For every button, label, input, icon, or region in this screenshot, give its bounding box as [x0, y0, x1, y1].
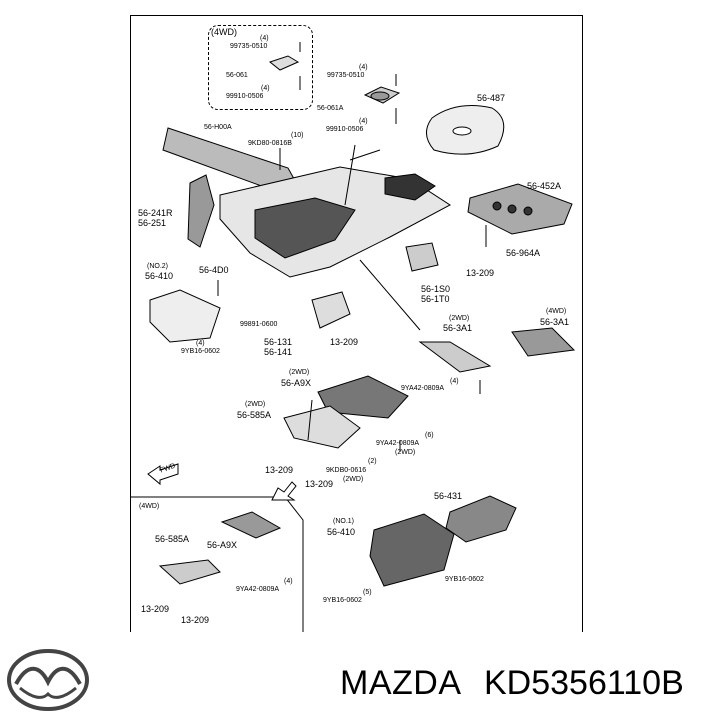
part-label-9yb16-0602: 9YB16-0602 [181, 348, 220, 355]
part-label-56-3a1: 56-3A1 [443, 323, 473, 333]
part-label-56-141: 56-141 [264, 347, 293, 357]
part-label-13-209: 13-209 [181, 615, 210, 625]
part-label-56-410: 56-410 [327, 527, 356, 537]
variant-label-2wd: (2WD) [289, 369, 310, 376]
variant-label-2wd: (2WD) [245, 401, 266, 408]
part-label-99910-0506: 99910-0506 [326, 126, 364, 133]
part-number: KD5356110B [484, 664, 684, 702]
part-label-9ya42-0809a: 9YA42-0809A [376, 440, 420, 447]
part-label-56-410: 56-410 [145, 271, 174, 281]
qty-label: (4) [260, 35, 269, 42]
part-label-99735-0510: 99735-0510 [230, 43, 268, 50]
qty-label: (4) [359, 64, 368, 71]
part-label-56-487: 56-487 [477, 93, 506, 103]
part-label-56-061a: 56-061A [317, 105, 344, 112]
variant-label-2wd: (2WD) [395, 449, 416, 456]
part-label-13-209: 13-209 [330, 337, 359, 347]
part-label-99891-0600: 99891-0600 [240, 321, 278, 328]
part-label-9kdb0-0616: 9KDB0-0616 [326, 467, 367, 474]
qty-label: (10) [291, 132, 304, 139]
variant-label-2wd: (2WD) [449, 315, 470, 322]
part-label-56-131: 56-131 [264, 337, 293, 347]
part-label-13-209: 13-209 [305, 479, 334, 489]
part-label-9yb16-0602: 9YB16-0602 [445, 576, 484, 583]
part-label-9ya42-0809a: 9YA42-0809A [401, 385, 445, 392]
group-label-4wd-top: (4WD) [211, 27, 237, 37]
group-label-4wd-bottom: (4WD) [139, 503, 160, 510]
part-label-13-209: 13-209 [141, 604, 170, 614]
part-label-56-585a: 56-585A [155, 534, 190, 544]
part-label-56-251: 56-251 [138, 218, 167, 228]
diagram-frame [130, 15, 583, 632]
part-label-56-585a: 56-585A [237, 410, 272, 420]
part-label-56-a9x: 56-A9X [281, 378, 312, 388]
part-label-13-209: 13-209 [466, 268, 495, 278]
variant-label-4wd: (4WD) [546, 308, 567, 315]
part-label-56-1s0: 56-1S0 [421, 284, 451, 294]
group-label-no1: (NO.1) [333, 518, 354, 525]
part-label-56-241r: 56-241R [138, 208, 173, 218]
part-label-99910-0506: 99910-0506 [226, 93, 264, 100]
part-label-56-061: 56-061 [226, 72, 248, 79]
qty-label: (4) [196, 340, 205, 347]
part-label-9kd80-0816b: 9KD80-0816B [248, 140, 292, 147]
qty-label: (6) [425, 432, 434, 439]
part-label-9yb16-0602: 9YB16-0602 [323, 597, 362, 604]
qty-label: (4) [284, 578, 293, 585]
qty-label: (2) [368, 458, 377, 465]
part-label-56-a9x: 56-A9X [207, 540, 238, 550]
brand-name: MAZDA [340, 664, 462, 702]
mazda-logo-icon [7, 649, 89, 711]
group-label-no2: (NO.2) [147, 263, 168, 270]
part-label-56-h00a: 56-H00A [204, 124, 232, 131]
part-label-56-3a1: 56-3A1 [540, 317, 570, 327]
part-label-56-1t0: 56-1T0 [421, 294, 450, 304]
qty-label: (4) [359, 118, 368, 125]
part-label-56-964a: 56-964A [506, 248, 541, 258]
qty-label: (5) [363, 589, 372, 596]
part-label-56-452a: 56-452A [527, 181, 562, 191]
part-label-13-209: 13-209 [265, 465, 294, 475]
qty-label: (4) [450, 378, 459, 385]
qty-label: (4) [261, 85, 270, 92]
part-label-56-431: 56-431 [434, 491, 463, 501]
part-label-56-4d0: 56-4D0 [199, 265, 229, 275]
top-4wd-box [208, 25, 313, 110]
part-label-99735-0510: 99735-0510 [327, 72, 365, 79]
part-label-9ya42-0809a: 9YA42-0809A [236, 586, 280, 593]
variant-label-2wd: (2WD) [343, 476, 364, 483]
